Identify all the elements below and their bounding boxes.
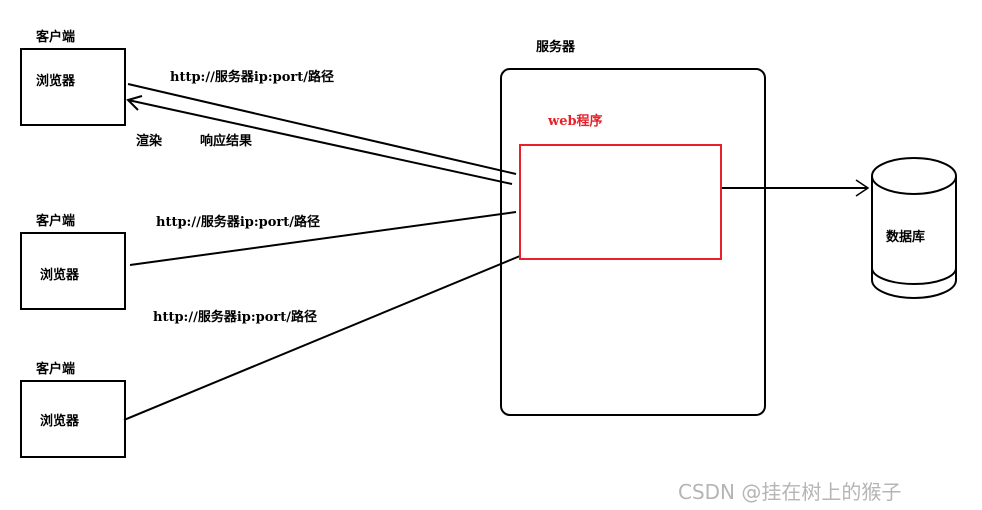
render-label: 渲染	[136, 134, 163, 149]
watermark: CSDN @挂在树上的猴子	[678, 480, 902, 504]
web-program-box	[519, 144, 722, 260]
client-title-3: 客户端	[36, 362, 76, 377]
browser-box-3: 浏览器	[20, 380, 126, 458]
browser-box-2: 浏览器	[20, 232, 126, 310]
db-arrowhead	[855, 179, 870, 197]
request-line-1	[127, 83, 517, 175]
request-line-3	[123, 255, 521, 421]
server-box	[500, 68, 766, 416]
web-program-label: web程序	[548, 114, 603, 129]
client-title-2: 客户端	[36, 214, 76, 229]
browser-box-1: 浏览器	[20, 48, 126, 126]
response-line-1	[127, 99, 513, 185]
browser-label-1: 浏览器	[36, 74, 76, 89]
server-title: 服务器	[536, 40, 576, 55]
browser-label-3: 浏览器	[40, 414, 80, 429]
response-arrowhead	[126, 95, 143, 111]
response-result-label: 响应结果	[200, 134, 253, 149]
client-title-1: 客户端	[36, 30, 76, 45]
request-label-2: http://服务器ip:port/路径	[156, 215, 321, 230]
request-label-3: http://服务器ip:port/路径	[153, 310, 318, 325]
request-line-2	[129, 211, 517, 266]
database-label: 数据库	[886, 230, 926, 245]
request-label-1: http://服务器ip:port/路径	[170, 70, 335, 85]
database-cylinder	[871, 157, 957, 299]
browser-label-2: 浏览器	[40, 268, 80, 283]
